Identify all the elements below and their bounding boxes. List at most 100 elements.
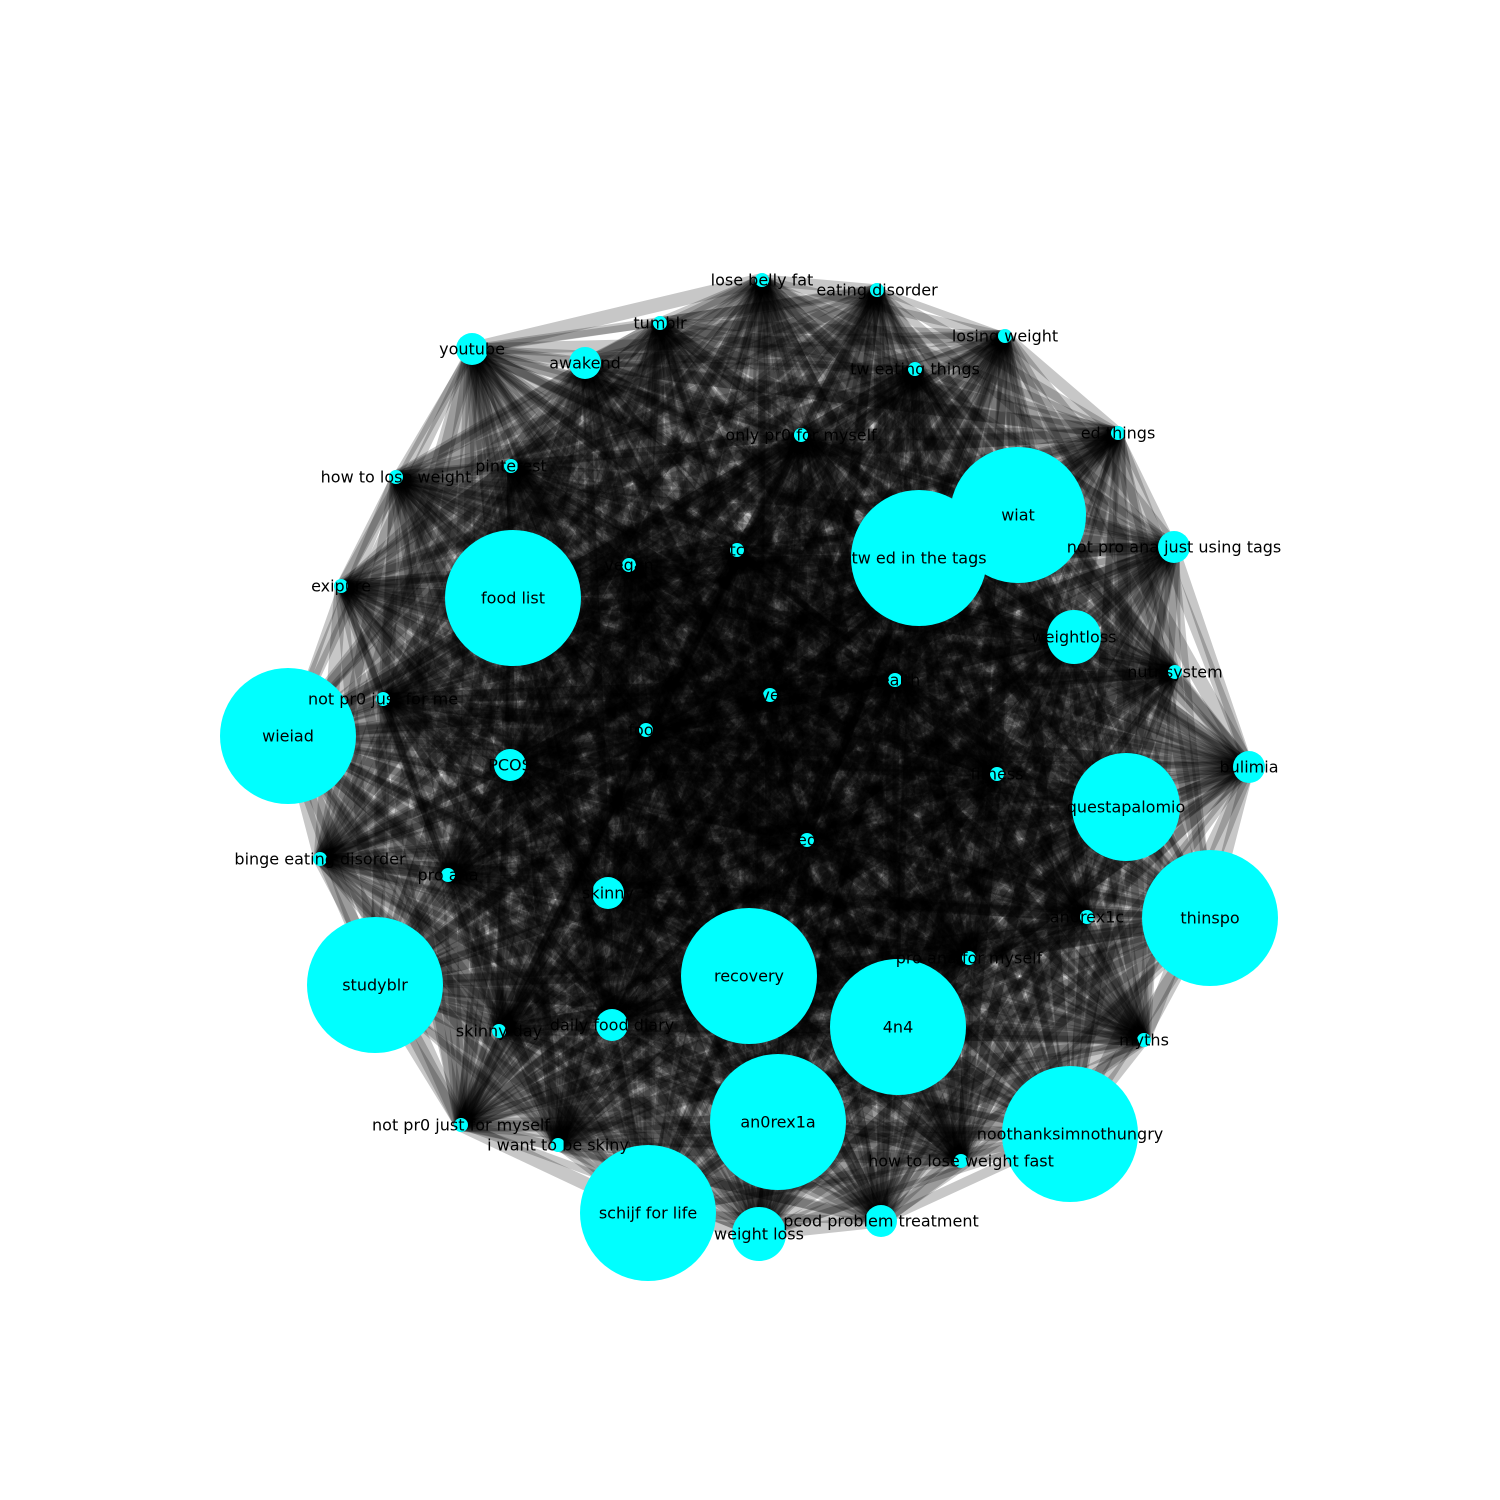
- edge: [444, 803, 1130, 879]
- edge: [756, 274, 921, 375]
- edge: [444, 691, 774, 879]
- edge: [764, 689, 1093, 923]
- edge: [467, 344, 590, 368]
- edge: [623, 559, 901, 686]
- edge: [639, 688, 777, 737]
- edge: [624, 560, 1149, 1045]
- edge: [763, 673, 902, 702]
- edge: [283, 690, 775, 741]
- node-label: food list: [481, 589, 545, 608]
- edge: [796, 430, 903, 1032]
- edge: [454, 316, 667, 1132]
- edge: [642, 274, 768, 1219]
- edge: [796, 430, 1092, 922]
- node-label: schijf for life: [599, 1204, 697, 1223]
- node-label: thinspo: [1180, 909, 1239, 928]
- edge: [877, 914, 1214, 1225]
- graph-node: [851, 490, 987, 626]
- edge: [639, 316, 667, 737]
- edge: [370, 358, 590, 990]
- graph-node: [962, 951, 976, 965]
- edge: [877, 511, 1022, 1225]
- edge: [336, 581, 764, 1239]
- edge: [507, 462, 1078, 641]
- edge: [376, 692, 468, 1132]
- edge: [379, 554, 923, 703]
- edge: [624, 560, 903, 1032]
- edge: [458, 366, 918, 1128]
- node-label: an0rex1c: [1050, 908, 1124, 927]
- edge: [752, 1154, 968, 1241]
- graph-node: [990, 767, 1004, 781]
- edge: [874, 910, 1094, 1228]
- edge: [909, 330, 1011, 375]
- edge: [962, 508, 1025, 965]
- graph-node: [551, 1138, 565, 1152]
- edge: [391, 430, 806, 482]
- node-label: pro ana: [417, 866, 478, 885]
- edge: [553, 912, 1092, 1150]
- node-label: noothanksimnothungry: [977, 1125, 1164, 1144]
- edge: [391, 285, 882, 482]
- edge: [602, 559, 635, 899]
- edge: [506, 761, 652, 1217]
- edge: [337, 319, 664, 590]
- edge: [505, 760, 974, 963]
- edge: [1168, 541, 1181, 678]
- edge: [757, 275, 1149, 1045]
- edge: [955, 768, 1003, 1167]
- node-label: ve: [760, 686, 779, 705]
- edge: [955, 427, 1124, 1167]
- node-label: ed: [797, 831, 817, 850]
- edge: [743, 801, 1132, 982]
- edge: [338, 583, 386, 702]
- edge: [507, 332, 1009, 470]
- edge: [608, 276, 766, 1029]
- edge: [553, 318, 665, 1150]
- edge: [335, 580, 654, 1219]
- edge: [581, 359, 1074, 1138]
- edge: [731, 544, 887, 1227]
- edge: [376, 342, 479, 706]
- edge: [654, 317, 1011, 342]
- graph-node: [504, 459, 518, 473]
- edge: [1066, 668, 1179, 1138]
- edge: [654, 317, 887, 1227]
- edge: [772, 768, 1003, 1128]
- edge: [796, 285, 882, 440]
- edge: [643, 1129, 1075, 1218]
- edge: [893, 542, 1179, 1032]
- edge: [604, 889, 1091, 921]
- edge: [912, 551, 1077, 1141]
- edge: [390, 471, 901, 686]
- edge: [369, 979, 904, 1033]
- edge: [990, 767, 1094, 924]
- edge: [283, 731, 966, 1166]
- edge: [377, 429, 807, 705]
- edge: [505, 542, 1179, 770]
- edge: [370, 675, 900, 990]
- edge: [337, 582, 514, 769]
- edge: [608, 431, 805, 1029]
- edge: [467, 344, 1023, 520]
- edge: [654, 317, 1150, 1046]
- node-label: pro ana for myself: [896, 949, 1043, 968]
- node-label: awakend: [549, 354, 621, 373]
- edge: [505, 460, 1093, 923]
- edge: [376, 356, 592, 706]
- edge: [454, 758, 517, 1132]
- edge: [316, 855, 782, 1126]
- edge: [754, 762, 1254, 1239]
- edge: [654, 274, 768, 329]
- edge: [578, 356, 653, 737]
- edge: [465, 342, 565, 1152]
- edge: [337, 582, 562, 1149]
- edge: [891, 668, 1179, 684]
- edge: [493, 834, 813, 1037]
- edge: [369, 284, 883, 991]
- edge: [314, 284, 883, 865]
- edge: [391, 472, 1002, 779]
- node-label: how to lose weight: [321, 468, 472, 487]
- edge: [623, 544, 743, 571]
- edge: [801, 834, 1216, 924]
